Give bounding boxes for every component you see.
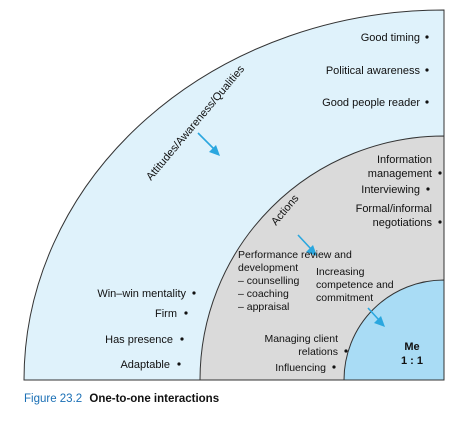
bullet-dot [177, 362, 181, 366]
performance-review-line: Performance review and [238, 249, 352, 261]
figure-caption: Figure 23.2 One-to-one interactions [24, 393, 219, 405]
outer-top-item: Good people reader [322, 97, 420, 109]
outer-left-item: Adaptable [120, 359, 170, 371]
performance-review-line: – coaching [238, 288, 289, 300]
bullet-dot [344, 349, 348, 353]
bullet-dot [425, 100, 429, 104]
figure-number: Figure 23.2 [24, 393, 83, 405]
performance-review-line: development [238, 262, 298, 274]
bullet-dot [438, 171, 442, 175]
competence-line: commitment [316, 292, 373, 304]
outer-top-items: Good timing Political awareness Good peo… [322, 32, 429, 109]
middle-right-item-line: management [368, 168, 432, 180]
middle-right-item-line: Interviewing [361, 184, 420, 196]
middle-right-item-line: Formal/informal [356, 203, 432, 215]
bullet-dot [192, 291, 196, 295]
competence-line: Increasing [316, 266, 365, 278]
inner-circle-line: Me [404, 341, 419, 353]
middle-bottom-item-line: Managing client [264, 333, 338, 345]
middle-bottom-item-line: relations [298, 346, 338, 358]
middle-right-items: Information management Interviewing Form… [356, 154, 442, 229]
inner-arrow [367, 307, 385, 327]
inner-circle-label: Me 1 : 1 [401, 341, 423, 367]
outer-left-item: Has presence [105, 334, 173, 346]
competence-line: competence and [316, 279, 394, 291]
bullet-dot [180, 337, 184, 341]
outer-left-item: Win–win mentality [97, 288, 186, 300]
performance-review-line: – appraisal [238, 301, 289, 313]
middle-arrow [297, 234, 317, 256]
outer-left-item: Firm [155, 308, 177, 320]
bullet-dot [425, 35, 429, 39]
middle-bottom-item-line: Influencing [275, 362, 326, 374]
bullet-dot [332, 365, 336, 369]
performance-review-block: Performance review and development – cou… [238, 249, 352, 313]
middle-right-item-line: Information [377, 154, 432, 166]
competence-block: Increasing competence and commitment [316, 266, 394, 304]
bullet-dot [438, 220, 442, 224]
figure-title: One-to-one interactions [89, 393, 220, 405]
bullet-dot [426, 187, 430, 191]
bullet-dot [425, 68, 429, 72]
bullet-dot [184, 311, 188, 315]
inner-circle-line: 1 : 1 [401, 355, 423, 367]
outer-left-items: Win–win mentality Firm Has presence Adap… [97, 288, 196, 371]
outer-top-item: Good timing [361, 32, 420, 44]
inner-circle [343, 279, 445, 381]
middle-bottom-items: Managing client relations Influencing [264, 333, 348, 374]
outer-top-item: Political awareness [326, 65, 421, 77]
performance-review-line: – counselling [238, 275, 299, 287]
outer-arrow [197, 132, 220, 156]
middle-right-item-line: negotiations [373, 217, 433, 229]
